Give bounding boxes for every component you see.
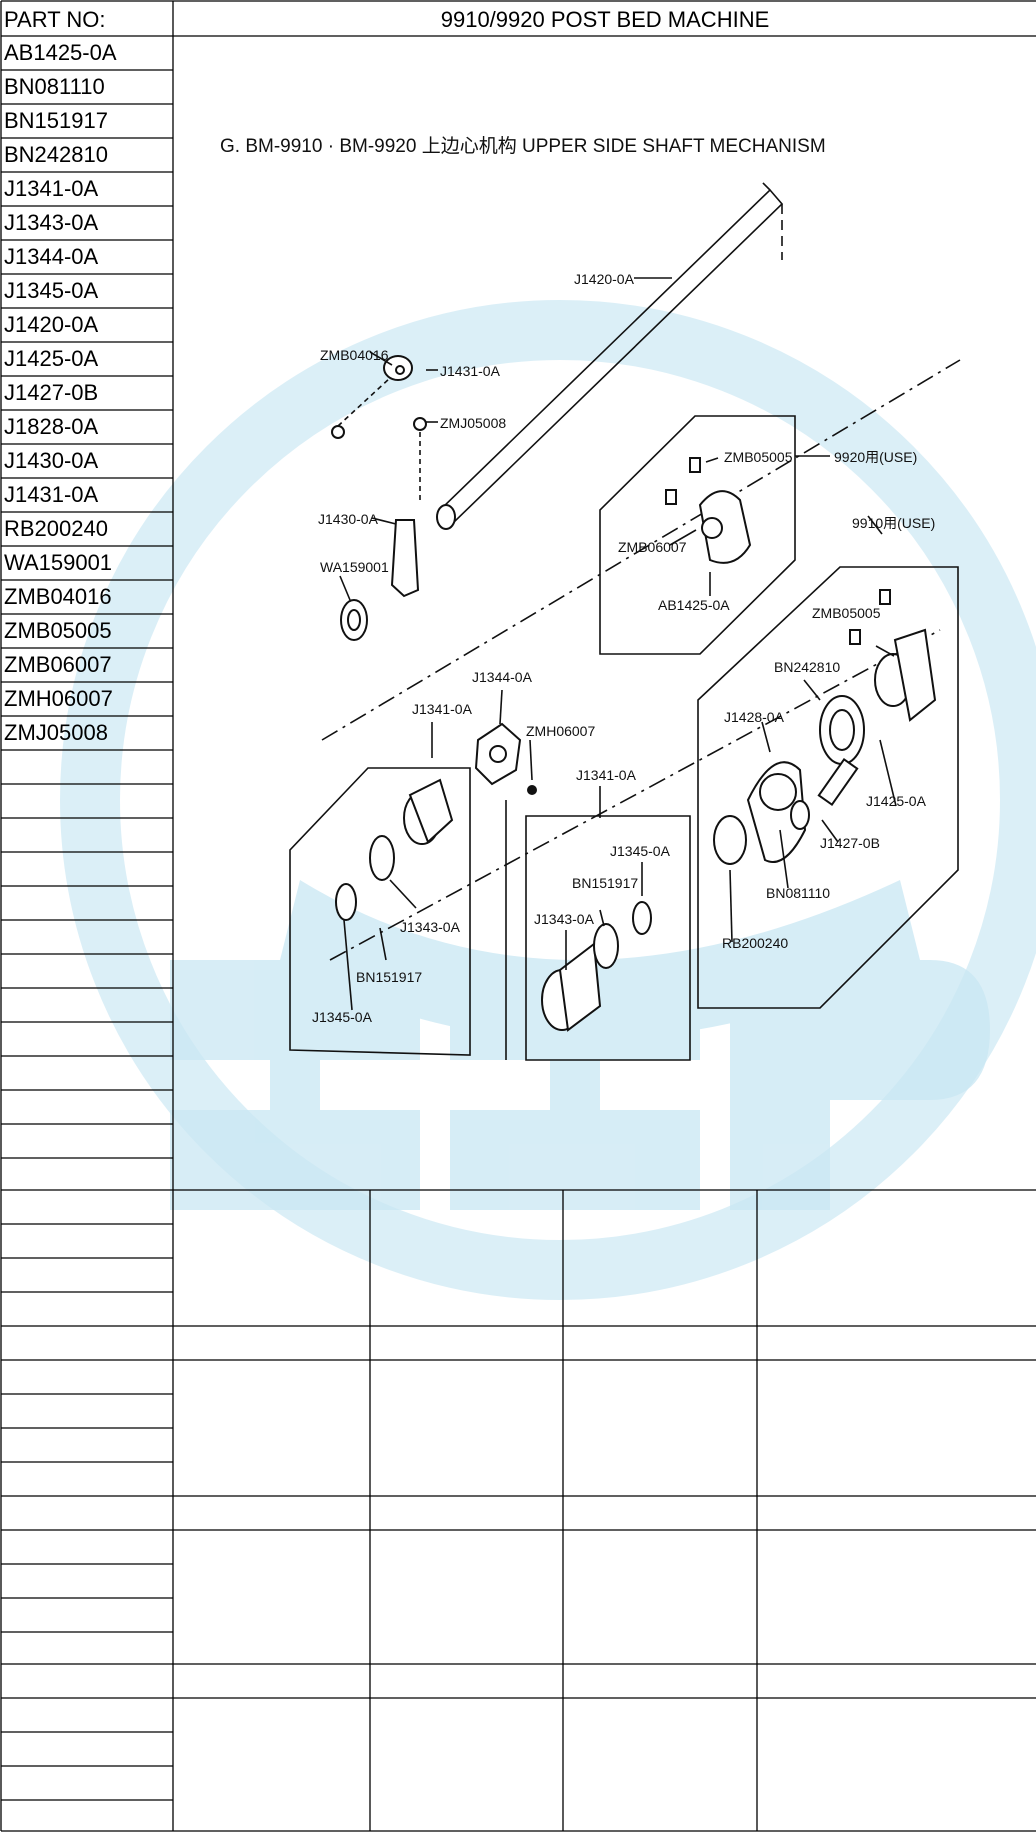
label-bn081110: BN081110 — [766, 885, 830, 901]
nut-j1344 — [474, 722, 537, 1060]
label-zmb04016: ZMB04016 — [320, 347, 389, 363]
assembly-9910-box — [697, 566, 959, 1009]
label-ab1425: AB1425-0A — [658, 597, 730, 613]
label-j1420: J1420-0A — [574, 271, 635, 287]
part-number-cell: ZMJ05008 — [4, 720, 108, 745]
label-zmb06007: ZMB06007 — [618, 539, 687, 555]
label-rb200240: RB200240 — [722, 935, 788, 951]
label-j1430: J1430-0A — [318, 511, 379, 527]
part-number-cell: J1343-0A — [4, 210, 99, 235]
page-title: 9910/9920 POST BED MACHINE — [440, 7, 770, 32]
label-j1427: J1427-0B — [820, 835, 880, 851]
part-number-cell: J1420-0A — [4, 312, 99, 337]
label-j1431: J1431-0A — [440, 363, 501, 379]
screw-zmb04016 — [331, 377, 391, 439]
part-number-cell: ZMB04016 — [4, 584, 112, 609]
label-j1345-a: J1345-0A — [312, 1009, 373, 1025]
part-number-cell: RB200240 — [4, 516, 108, 541]
assembly-9920-box — [599, 415, 830, 655]
part-number-cell: J1425-0A — [4, 346, 99, 371]
label-wa159001: WA159001 — [320, 559, 389, 575]
label-bn242810: BN242810 — [774, 659, 840, 675]
label-zmh06007: ZMH06007 — [526, 723, 595, 739]
part-number-cell: J1828-0A — [4, 414, 99, 439]
part-no-header: PART NO: — [4, 7, 106, 32]
part-number-cell: J1430-0A — [4, 448, 99, 473]
part-number-cell: ZMB06007 — [4, 652, 112, 677]
part-number-cell: J1344-0A — [4, 244, 99, 269]
label-j1428: J1428-0A — [724, 709, 785, 725]
screw-zmj05008 — [413, 417, 427, 500]
assembly-left-box — [289, 767, 471, 1056]
part-number-cell: BN151917 — [4, 108, 108, 133]
label-zmj05008: ZMJ05008 — [440, 415, 506, 431]
label-j1344: J1344-0A — [472, 669, 533, 685]
part-number-cell: J1341-0A — [4, 176, 99, 201]
label-j1425: J1425-0A — [866, 793, 927, 809]
shaft-j1420 — [436, 179, 784, 530]
label-j1341-a: J1341-0A — [412, 701, 473, 717]
part-number-cell: J1427-0B — [4, 380, 99, 405]
part-number-cell: J1345-0A — [4, 278, 99, 303]
washer-wa159001 — [340, 599, 368, 641]
part-number-cell: ZMB05005 — [4, 618, 112, 643]
label-bn151917-a: BN151917 — [356, 969, 422, 985]
label-j1343-a: J1343-0A — [400, 919, 461, 935]
label-j1343-b: J1343-0A — [534, 911, 595, 927]
pin-j1430 — [390, 519, 420, 598]
part-number-cell: WA159001 — [4, 550, 113, 575]
part-number-cell: ZMH06007 — [4, 686, 113, 711]
part-number-cell: BN242810 — [4, 142, 108, 167]
label-use-9920: 9920用(USE) — [834, 449, 917, 465]
diagram-title: G. BM-9910 · BM-9920 上边心机构 UPPER SIDE SH… — [220, 135, 826, 157]
part-number-cell: J1431-0A — [4, 482, 99, 507]
label-bn151917-b: BN151917 — [572, 875, 638, 891]
collar-j1431 — [383, 355, 413, 381]
label-use-9910: 9910用(USE) — [852, 515, 935, 531]
label-zmb05005-b: ZMB05005 — [812, 605, 881, 621]
label-j1345-b: J1345-0A — [610, 843, 671, 859]
label-j1341-b: J1341-0A — [576, 767, 637, 783]
part-number-cell: AB1425-0A — [4, 40, 117, 65]
part-number-cell: BN081110 — [4, 74, 105, 99]
label-zmb05005-a: ZMB05005 — [724, 449, 793, 465]
assembly-middle-box — [525, 815, 691, 1061]
